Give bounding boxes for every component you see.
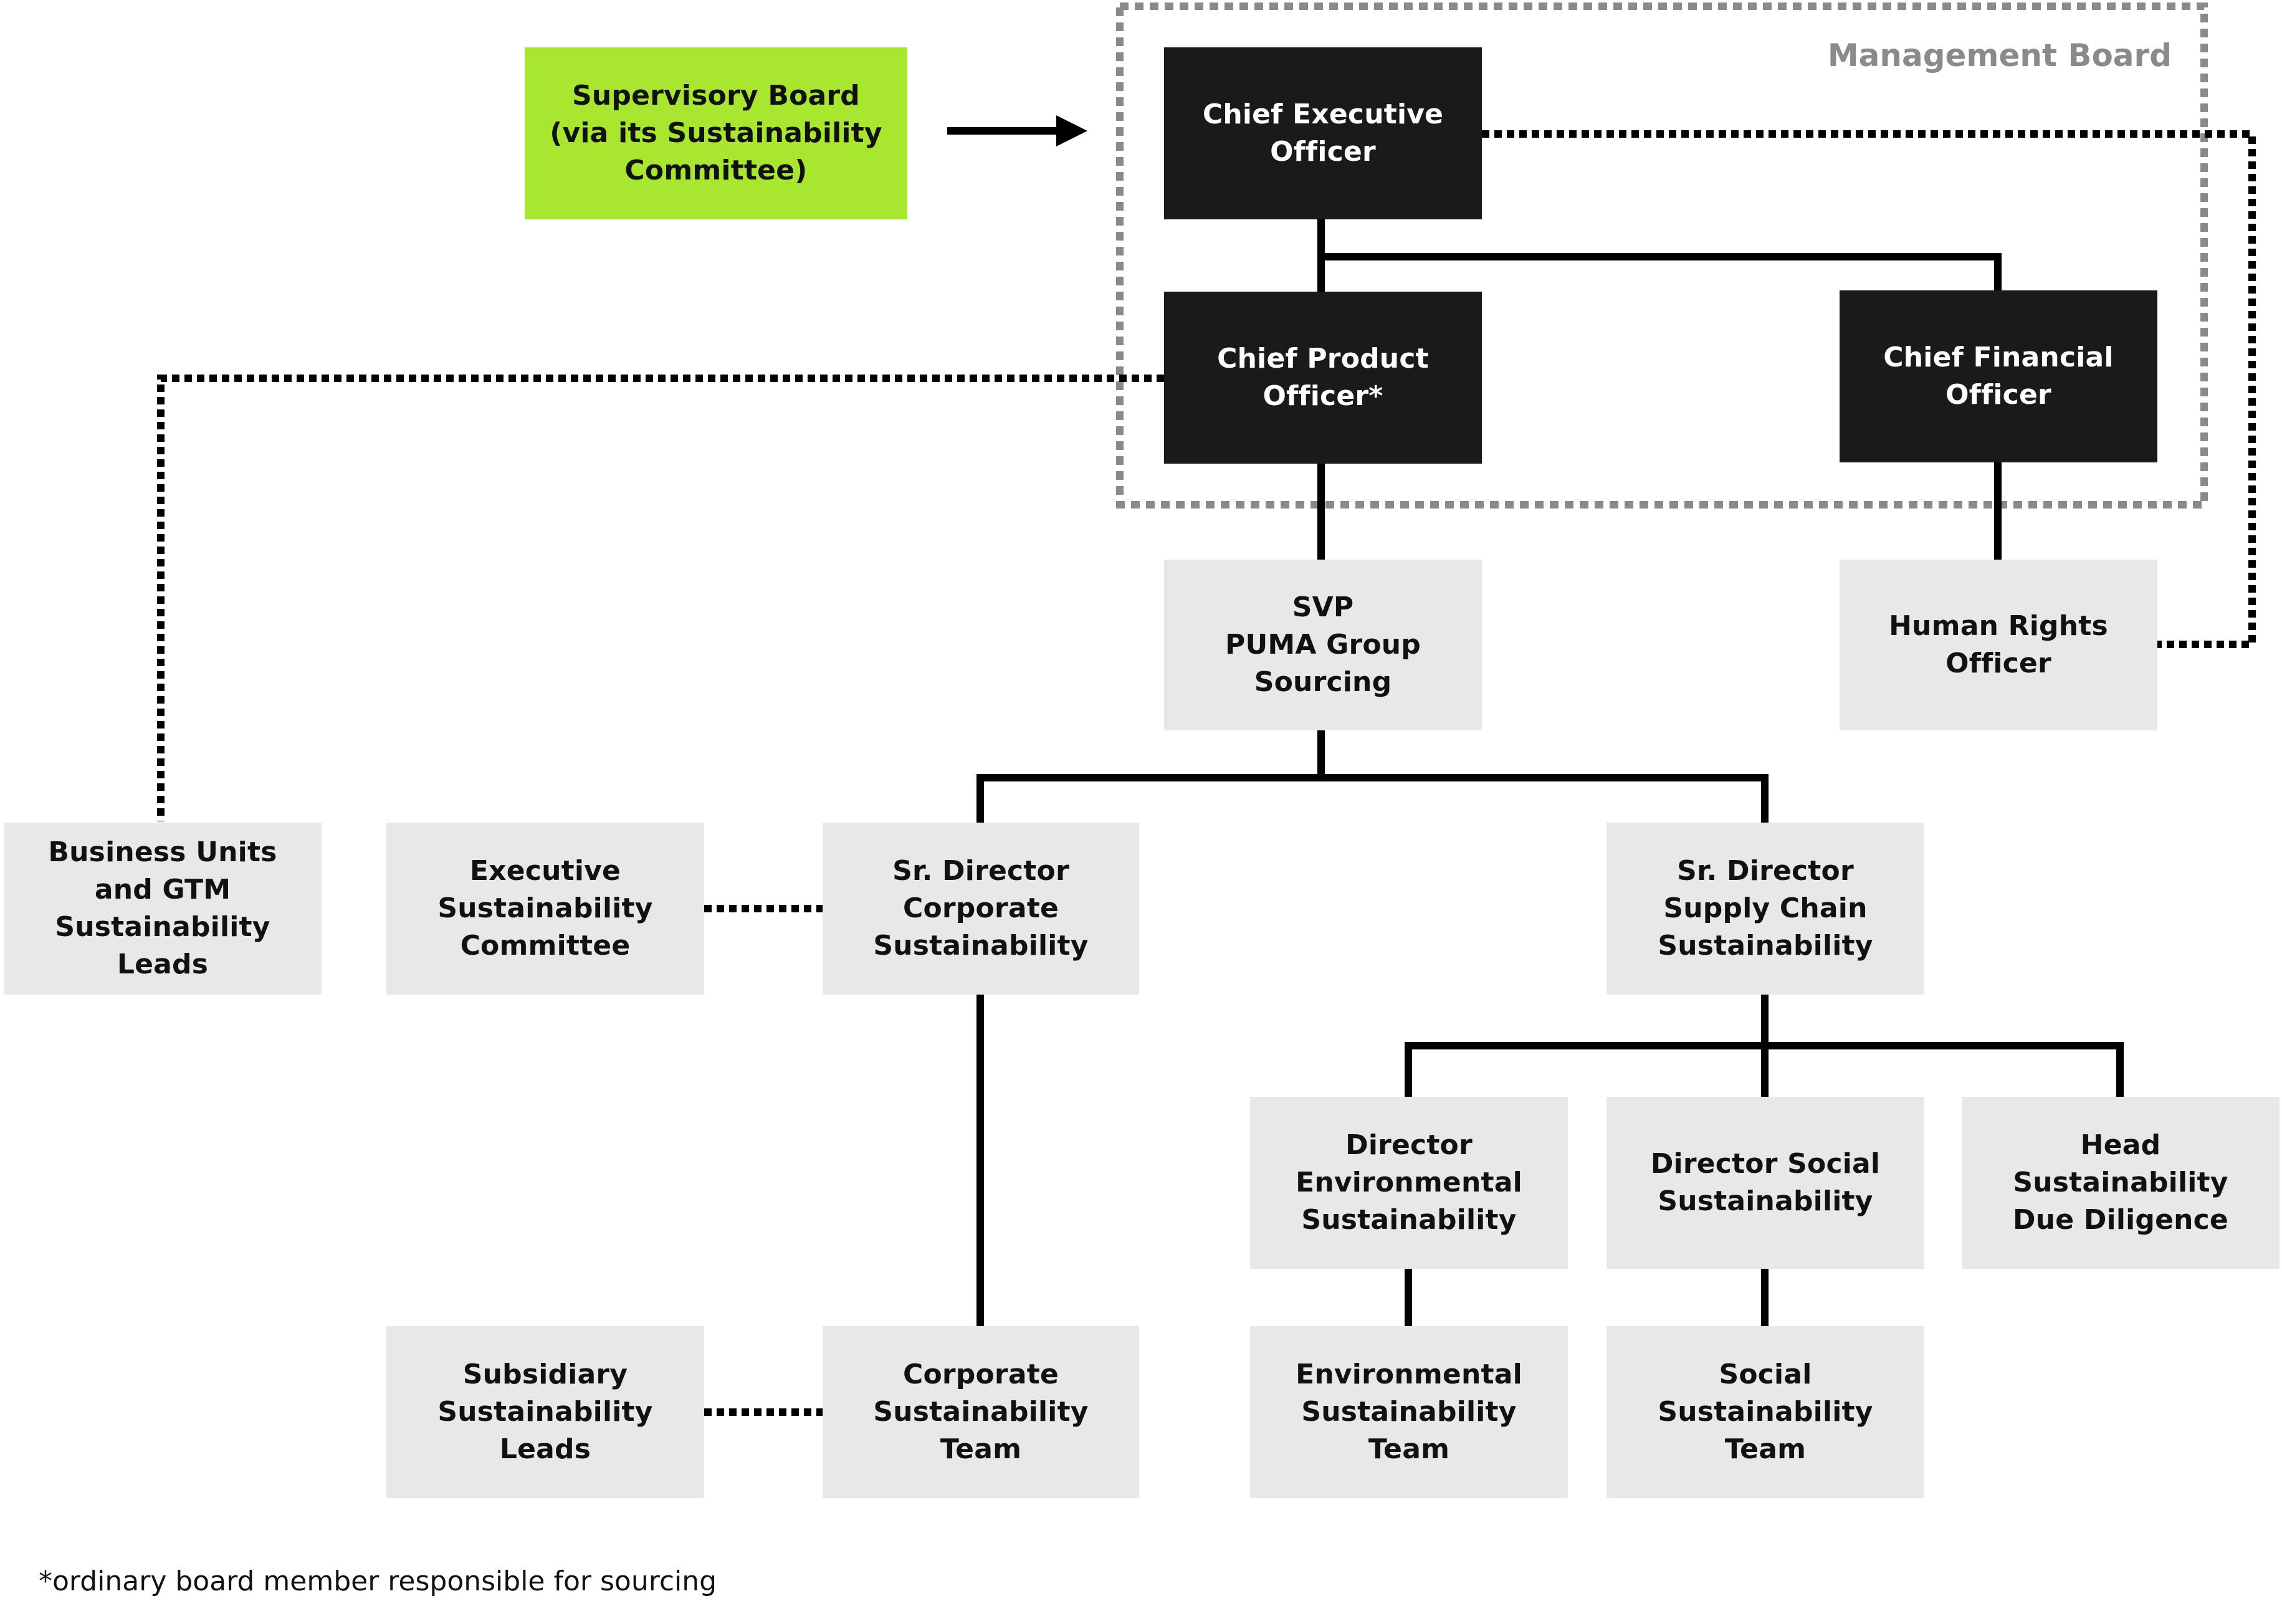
director-environmental-box: Director Environmental Sustainability (1250, 1097, 1568, 1269)
sr-director-supply-label: Sr. Director Supply Chain Sustainability (1658, 855, 1873, 962)
supervisory-board-label: Supervisory Board (via its Sustainabilit… (550, 80, 882, 186)
dotted-ceo-hr (1482, 130, 2256, 648)
supervisory-board-box: Supervisory Board (via its Sustainabilit… (525, 47, 907, 219)
cpo-box: Chief Product Officer* (1164, 292, 1482, 464)
management-board-frame (1116, 2, 2208, 509)
executive-committee-label: Executive Sustainability Committee (437, 855, 653, 962)
hr-officer-box: Human Rights Officer (1840, 560, 2157, 730)
ceo-label: Chief Executive Officer (1202, 98, 1444, 168)
cfo-label: Chief Financial Officer (1883, 342, 2114, 411)
director-social-box: Director Social Sustainability (1606, 1097, 1924, 1269)
dotted-cpo-bu (157, 375, 1164, 821)
corporate-team-label: Corporate Sustainability Team (873, 1359, 1089, 1465)
subsidiary-leads-label: Subsidiary Sustainability Leads (437, 1359, 653, 1465)
sr-director-supply-box: Sr. Director Supply Chain Sustainability (1606, 823, 1924, 995)
social-team-box: Social Sustainability Team (1606, 1326, 1924, 1498)
ceo-box: Chief Executive Officer (1164, 47, 1482, 219)
svp-box: SVP PUMA Group Sourcing (1164, 560, 1482, 730)
line-supply-directors (1405, 1042, 2124, 1097)
environmental-team-box: Environmental Sustainability Team (1250, 1326, 1568, 1498)
director-environmental-label: Director Environmental Sustainability (1296, 1129, 1522, 1236)
sr-director-corporate-box: Sr. Director Corporate Sustainability (823, 823, 1139, 995)
head-due-diligence-box: Head Sustainability Due Diligence (1962, 1097, 2280, 1269)
executive-committee-box: Executive Sustainability Committee (386, 823, 704, 995)
business-units-label: Business Units and GTM Sustainability Le… (48, 836, 277, 980)
sr-director-corporate-label: Sr. Director Corporate Sustainability (873, 855, 1089, 962)
head-due-diligence-label: Head Sustainability Due Diligence (2013, 1129, 2228, 1236)
social-team-label: Social Sustainability Team (1658, 1359, 1873, 1465)
corporate-team-box: Corporate Sustainability Team (823, 1326, 1139, 1498)
footnote: *ordinary board member responsible for s… (39, 1565, 717, 1597)
subsidiary-leads-box: Subsidiary Sustainability Leads (386, 1326, 704, 1498)
environmental-team-label: Environmental Sustainability Team (1296, 1359, 1522, 1465)
hr-officer-label: Human Rights Officer (1889, 610, 2108, 679)
management-board-label: Management Board (1827, 37, 2172, 74)
svp-label: SVP PUMA Group Sourcing (1225, 591, 1421, 698)
cpo-label: Chief Product Officer* (1217, 343, 1429, 412)
line-ceo-cfo (1321, 253, 2002, 290)
cfo-box: Chief Financial Officer (1840, 290, 2157, 462)
supervisory-arrow-head (1056, 115, 1087, 146)
director-social-label: Director Social Sustainability (1650, 1148, 1881, 1217)
business-units-box: Business Units and GTM Sustainability Le… (4, 823, 322, 995)
line-svp-srdirs (976, 774, 1769, 823)
